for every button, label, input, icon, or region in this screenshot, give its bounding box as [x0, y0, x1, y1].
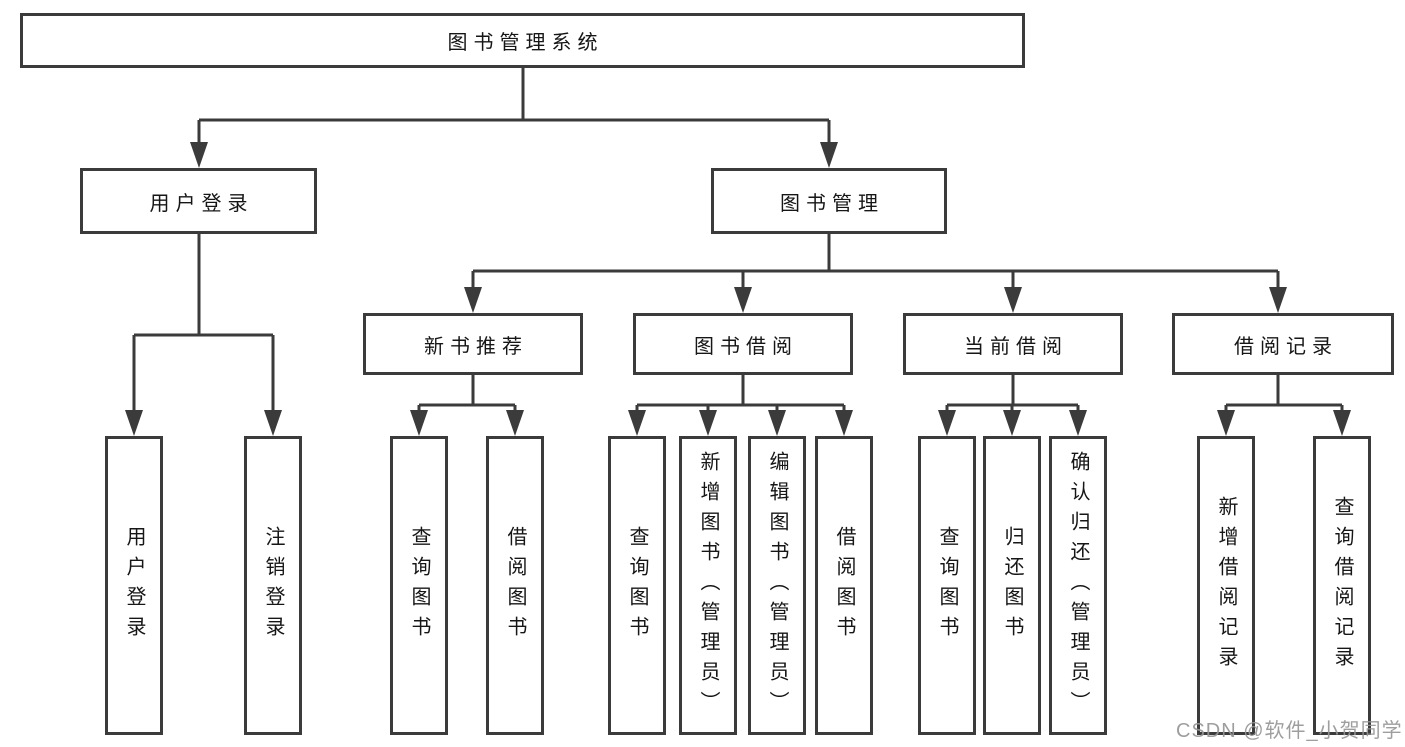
node-new-book-recommend-label: 新书推荐	[424, 335, 528, 358]
node-user-login: 用户登录	[80, 168, 317, 234]
node-book-borrow: 图书借阅	[633, 313, 853, 375]
arrowhead	[820, 142, 838, 168]
node-root: 图书管理系统	[20, 13, 1025, 68]
arrowhead	[734, 287, 752, 313]
leaf-borrow-book-label: 借阅图书	[833, 525, 855, 646]
leaf-record-query: 查询借阅记录	[1313, 436, 1371, 735]
node-book-borrow-label: 图书借阅	[694, 335, 798, 358]
node-borrow-records-label: 借阅记录	[1234, 335, 1338, 358]
arrowhead	[410, 410, 428, 436]
leaf-record-query-label: 查询借阅记录	[1331, 495, 1353, 676]
leaf-current-confirm-admin: 确认归还（管理员）	[1049, 436, 1107, 735]
connector-records-to-leaves	[1224, 373, 1344, 414]
leaf-borrow-add-admin: 新增图书（管理员）	[679, 436, 737, 735]
csdn-watermark: CSDN @软件_小贺同学	[1176, 720, 1403, 742]
connector-bookmgmt-to-level3	[471, 232, 1280, 291]
arrowhead	[1333, 410, 1351, 436]
leaf-borrow-add-admin-label: 新增图书（管理员）	[697, 450, 719, 721]
leaf-user-login-label: 用户登录	[123, 525, 145, 646]
arrowhead	[938, 410, 956, 436]
node-current-borrow-label: 当前借阅	[964, 335, 1068, 358]
leaf-record-add-label: 新增借阅记录	[1215, 495, 1237, 676]
leaf-record-add: 新增借阅记录	[1197, 436, 1255, 735]
leaf-current-return: 归还图书	[983, 436, 1041, 735]
node-borrow-records: 借阅记录	[1172, 313, 1394, 375]
arrowhead	[464, 287, 482, 313]
arrowhead	[264, 410, 282, 436]
node-new-book-recommend: 新书推荐	[363, 313, 583, 375]
leaf-current-query: 查询图书	[918, 436, 976, 735]
arrowhead	[699, 410, 717, 436]
connector-root-to-level2	[197, 66, 831, 146]
arrowhead	[190, 142, 208, 168]
leaf-user-login: 用户登录	[105, 436, 163, 735]
connector-userlogin-to-leaves	[132, 232, 275, 414]
leaf-current-query-label: 查询图书	[936, 525, 958, 646]
arrowhead	[835, 410, 853, 436]
leaf-newbook-borrow: 借阅图书	[486, 436, 544, 735]
node-book-management-label: 图书管理	[780, 192, 884, 215]
arrowhead	[1003, 410, 1021, 436]
node-book-management: 图书管理	[711, 168, 947, 234]
leaf-borrow-book: 借阅图书	[815, 436, 873, 735]
arrowhead	[1069, 410, 1087, 436]
arrowhead	[506, 410, 524, 436]
leaf-logout: 注销登录	[244, 436, 302, 735]
leaf-newbook-query-label: 查询图书	[408, 525, 430, 646]
connector-bookborrow-to-leaves	[635, 373, 846, 414]
connector-currentborrow-to-leaves	[945, 373, 1080, 414]
arrowheads	[125, 142, 1351, 436]
leaf-borrow-query: 查询图书	[608, 436, 666, 735]
leaf-borrow-edit-admin: 编辑图书（管理员）	[748, 436, 806, 735]
arrowhead	[1217, 410, 1235, 436]
arrowhead	[1004, 287, 1022, 313]
arrowhead	[628, 410, 646, 436]
leaf-current-confirm-admin-label: 确认归还（管理员）	[1067, 450, 1089, 721]
leaf-borrow-query-label: 查询图书	[626, 525, 648, 646]
node-current-borrow: 当前借阅	[903, 313, 1123, 375]
arrowhead	[768, 410, 786, 436]
arrowhead	[125, 410, 143, 436]
node-root-label: 图书管理系统	[447, 32, 604, 54]
leaf-borrow-edit-admin-label: 编辑图书（管理员）	[766, 450, 788, 721]
arrowhead	[1269, 287, 1287, 313]
leaf-current-return-label: 归还图书	[1001, 525, 1023, 646]
connector-newbook-to-leaves	[417, 373, 517, 414]
leaf-newbook-query: 查询图书	[390, 436, 448, 735]
leaf-newbook-borrow-label: 借阅图书	[504, 525, 526, 646]
node-user-login-label: 用户登录	[149, 192, 254, 215]
leaf-logout-label: 注销登录	[262, 525, 284, 646]
